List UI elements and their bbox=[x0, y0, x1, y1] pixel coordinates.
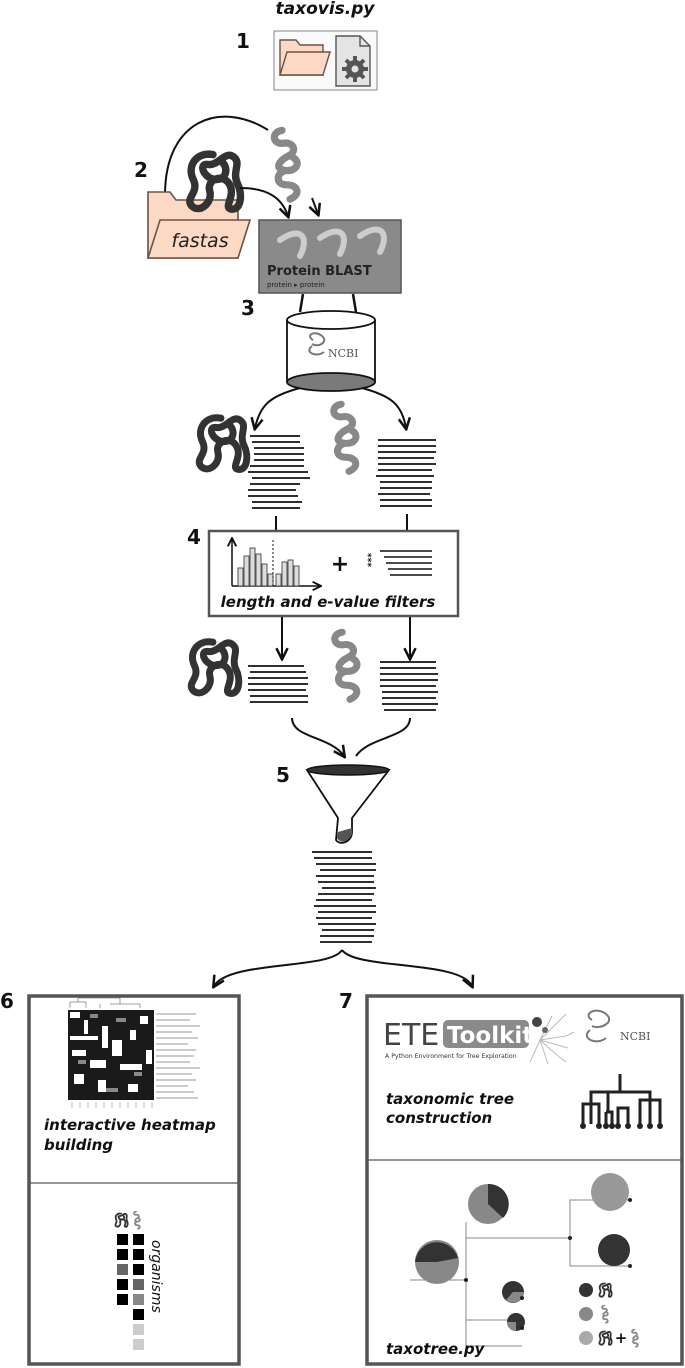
length-histogram bbox=[232, 539, 320, 586]
fastas-folder-icon bbox=[146, 191, 252, 259]
taxonomy-caption: taxonomic tree construction bbox=[386, 1090, 515, 1127]
filtered-list-left bbox=[248, 665, 308, 703]
step-number-1: 1 bbox=[236, 29, 250, 53]
toolkit-logo-text: Toolkit bbox=[447, 1023, 533, 1049]
step-number-7: 7 bbox=[339, 989, 353, 1013]
settings-file-icon bbox=[335, 35, 371, 87]
protein-dark-icon bbox=[191, 642, 239, 694]
funnel-icon bbox=[305, 764, 391, 844]
taxotree-node-dots bbox=[464, 1198, 632, 1330]
merge-arrow-right bbox=[355, 717, 411, 757]
ncbi-label: NCBI bbox=[328, 347, 358, 360]
protein-blast-logo: Protein BLAST protein ▸ protein bbox=[258, 219, 402, 294]
step-number-4: 4 bbox=[187, 525, 201, 549]
folder-label: fastas bbox=[171, 230, 228, 252]
folder-icon bbox=[279, 39, 331, 76]
taxotree-pies bbox=[415, 1173, 630, 1331]
blast-title: Protein BLAST bbox=[267, 264, 372, 279]
organisms-label: organisms bbox=[148, 1240, 164, 1313]
taxotree-tree bbox=[410, 1199, 630, 1347]
hit-list-left bbox=[248, 435, 310, 509]
ncbi-database-icon: NCBI bbox=[286, 310, 376, 392]
merge-arrow-left bbox=[291, 717, 344, 756]
merged-list bbox=[312, 851, 376, 943]
ncbi-logo-icon: NCBI bbox=[585, 1009, 650, 1043]
heatmap-thumbnail bbox=[68, 997, 200, 1108]
organism-grid bbox=[117, 1234, 144, 1350]
step-number-3: 3 bbox=[241, 296, 255, 320]
tree-icon bbox=[581, 1074, 662, 1124]
evalue-stars: *** bbox=[367, 553, 377, 567]
filter-plus: + bbox=[331, 552, 349, 577]
filters-box: + *** length and e-value filters bbox=[207, 529, 460, 618]
step-number-5: 5 bbox=[276, 763, 290, 787]
filters-caption: length and e-value filters bbox=[221, 593, 436, 611]
ncbi-tree-label: NCBI bbox=[620, 1030, 650, 1043]
script-icon-box bbox=[273, 30, 378, 91]
ete-logo-text: ETE bbox=[383, 1018, 439, 1053]
ete-tagline: A Python Environment for Tree Exploratio… bbox=[385, 1053, 517, 1060]
hit-list-right bbox=[376, 439, 436, 507]
split-arrow-left bbox=[214, 949, 343, 986]
filtered-list-right bbox=[380, 661, 438, 711]
taxotree-legend: + bbox=[579, 1282, 639, 1348]
list-to-filter-connectors bbox=[275, 514, 408, 532]
step-number-6: 6 bbox=[0, 989, 14, 1013]
protein-light-icon bbox=[335, 632, 357, 699]
evalue-list bbox=[380, 550, 432, 576]
arrow-to-blast-1 bbox=[239, 187, 288, 216]
protein-light-icon bbox=[274, 130, 297, 199]
taxonomy-panel: ETE Toolkit A Python Environment for Tre… bbox=[365, 994, 684, 1366]
split-arrow-right bbox=[341, 949, 472, 986]
connector-arc bbox=[164, 115, 269, 196]
ete-toolkit-logo: ETE Toolkit A Python Environment for Tre… bbox=[383, 1013, 575, 1065]
blast-to-db-connectors bbox=[298, 293, 358, 313]
tree-leaf-dots bbox=[580, 1123, 663, 1129]
arrow-db-right bbox=[361, 387, 406, 428]
step-number-2: 2 bbox=[134, 158, 148, 182]
legend-plus: + bbox=[615, 1329, 628, 1347]
protein-light-icon bbox=[334, 404, 356, 471]
arrow-db-left bbox=[255, 387, 301, 428]
arrow-to-blast-2 bbox=[312, 197, 318, 214]
app-title: taxovis.py bbox=[276, 0, 376, 19]
heatmap-caption: interactive heatmap building bbox=[44, 1116, 216, 1154]
protein-dark-icon bbox=[199, 418, 247, 470]
taxotree-caption: taxotree.py bbox=[386, 1340, 486, 1358]
blast-subtitle: protein ▸ protein bbox=[267, 281, 325, 289]
heatmap-panel: interactive heatmap building organisms bbox=[27, 994, 241, 1366]
